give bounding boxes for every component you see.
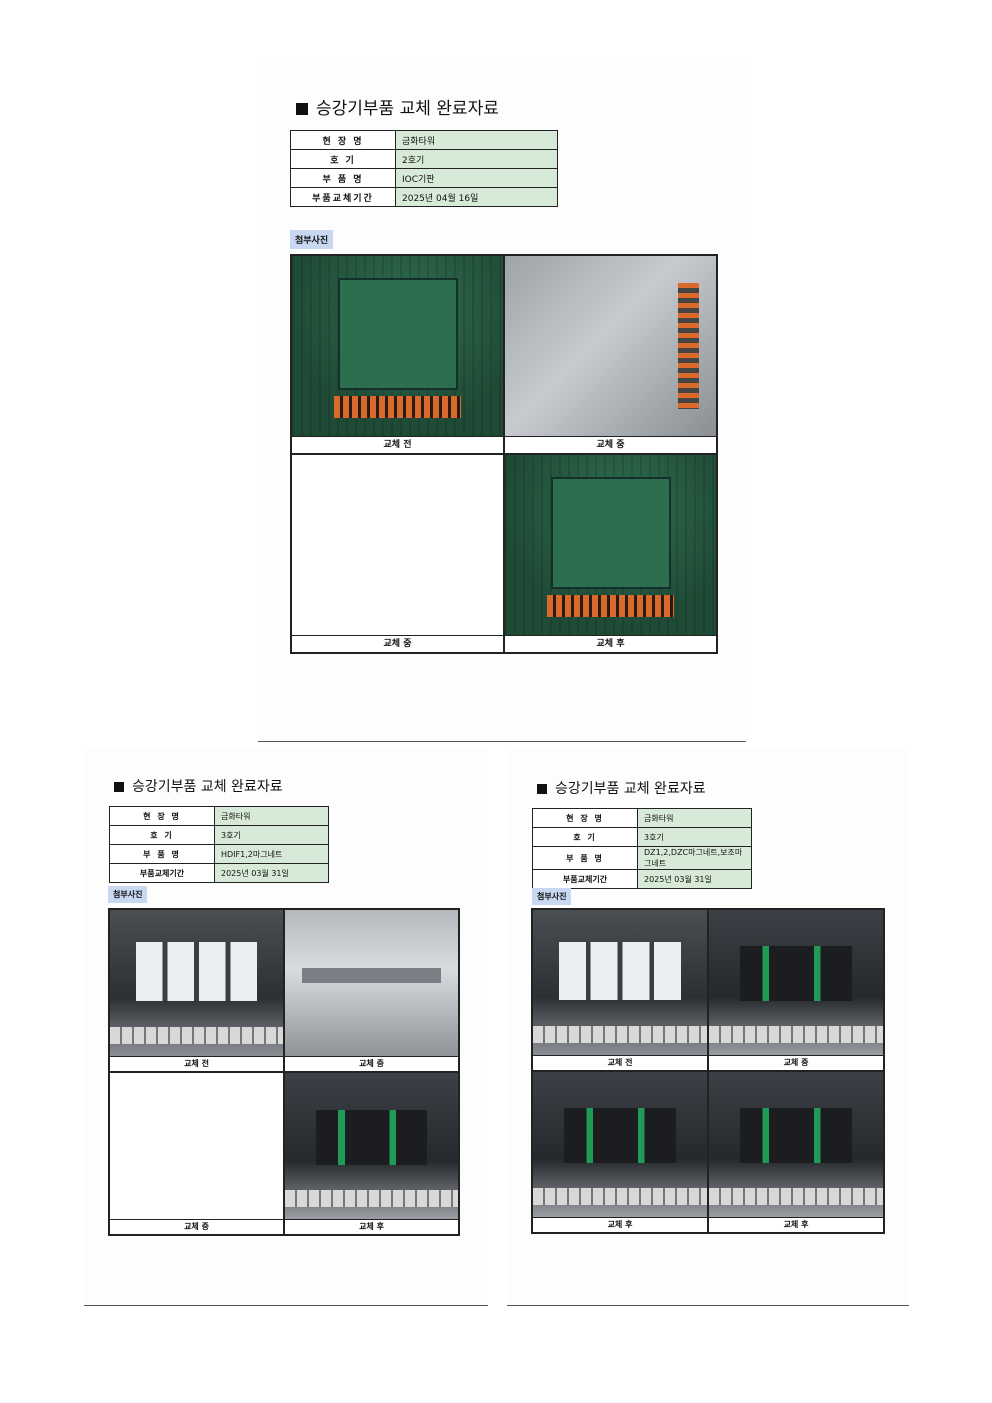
photo-cell: 교체 전 [532, 909, 708, 1071]
info-value: 2호기 [395, 149, 558, 169]
photo-caption: 교체 중 [709, 1055, 883, 1070]
info-label: 부품교체기간 [109, 863, 215, 883]
photo-caption: 교체 후 [533, 1217, 707, 1232]
page-bottom-border [507, 1305, 909, 1306]
photo-caption: 교체 전 [292, 436, 503, 453]
page-bottom-border [84, 1305, 488, 1306]
photo-cell: 교체 중 [504, 255, 717, 454]
info-value: IOC기판 [395, 168, 558, 188]
info-value: 3호기 [637, 827, 752, 847]
page-title-text: 승강기부품 교체 완료자료 [316, 99, 499, 119]
photo-caption: 교체 중 [110, 1219, 283, 1234]
info-label: 현 장 명 [532, 808, 638, 828]
photo-blank [110, 1073, 283, 1219]
photo-cell: 교체 전 [109, 909, 284, 1072]
photo-caption: 교체 전 [533, 1055, 707, 1070]
photo-cell: 교체 전 [291, 255, 504, 454]
photo-caption: 교체 후 [709, 1217, 883, 1232]
page-title: 승강기부품 교체 완료자료 [537, 778, 706, 798]
attached-photos-tag: 첨부사진 [108, 886, 148, 903]
info-value: DZ1,2,DZC마그네트,보조마그네트 [637, 846, 752, 870]
info-value: 2025년 03월 31일 [637, 869, 752, 889]
info-label: 부 품 명 [532, 846, 638, 870]
photo-cell: 교체 중 [291, 454, 504, 653]
info-label: 부 품 명 [109, 844, 215, 864]
info-value: HDIF1,2마그네트 [214, 844, 329, 864]
photo-caption: 교체 후 [505, 635, 716, 652]
square-bullet-icon [537, 784, 547, 794]
square-bullet-icon [296, 103, 308, 115]
photo-before [292, 256, 503, 436]
photo-cell: 교체 중 [109, 1072, 284, 1235]
photo-before [110, 910, 283, 1056]
info-label: 부품교체기간 [290, 187, 396, 207]
photo-caption: 교체 후 [285, 1219, 458, 1234]
photo-caption: 교체 중 [505, 436, 716, 453]
attached-photos-tag: 첨부사진 [290, 230, 334, 249]
photo-cell: 교체 중 [708, 909, 884, 1071]
photo-cell: 교체 후 [504, 454, 717, 653]
photo-before [533, 910, 707, 1055]
attached-photos-tag: 첨부사진 [532, 888, 572, 905]
info-label: 부품교체기간 [532, 869, 638, 889]
page-title-text: 승강기부품 교체 완료자료 [132, 779, 283, 795]
photo-caption: 교체 전 [110, 1056, 283, 1071]
photo-cell: 교체 후 [708, 1071, 884, 1233]
info-label: 호 기 [290, 149, 396, 169]
photo-grid: 교체 전 교체 중 교체 후 교체 후 [531, 908, 885, 1234]
photo-during [285, 910, 458, 1056]
info-value: 2025년 03월 31일 [214, 863, 329, 883]
photo-caption: 교체 중 [292, 635, 503, 652]
info-value: 금화타워 [637, 808, 752, 828]
page-title: 승강기부품 교체 완료자료 [296, 94, 499, 119]
photo-during [505, 256, 716, 436]
photo-grid: 교체 전 교체 중 교체 중 교체 후 [290, 254, 718, 654]
info-value: 2025년 04월 16일 [395, 187, 558, 207]
photo-after [709, 1072, 883, 1217]
photo-cell: 교체 중 [284, 909, 459, 1072]
photo-cell: 교체 후 [532, 1071, 708, 1233]
photo-cell: 교체 후 [284, 1072, 459, 1235]
info-label: 호 기 [109, 825, 215, 845]
info-label: 호 기 [532, 827, 638, 847]
square-bullet-icon [114, 782, 124, 792]
info-label: 부 품 명 [290, 168, 396, 188]
photo-after [505, 455, 716, 635]
info-value: 금화타워 [395, 130, 558, 150]
photo-after [533, 1072, 707, 1217]
photo-during [709, 910, 883, 1055]
info-label: 현 장 명 [290, 130, 396, 150]
photo-grid: 교체 전 교체 중 교체 중 교체 후 [108, 908, 460, 1236]
info-label: 현 장 명 [109, 806, 215, 826]
info-value: 3호기 [214, 825, 329, 845]
info-value: 금화타워 [214, 806, 329, 826]
page-title-text: 승강기부품 교체 완료자료 [555, 781, 706, 797]
photo-caption: 교체 중 [285, 1056, 458, 1071]
photo-blank [292, 455, 503, 635]
page-title: 승강기부품 교체 완료자료 [114, 776, 283, 796]
page-bottom-border [258, 741, 746, 742]
photo-after [285, 1073, 458, 1219]
